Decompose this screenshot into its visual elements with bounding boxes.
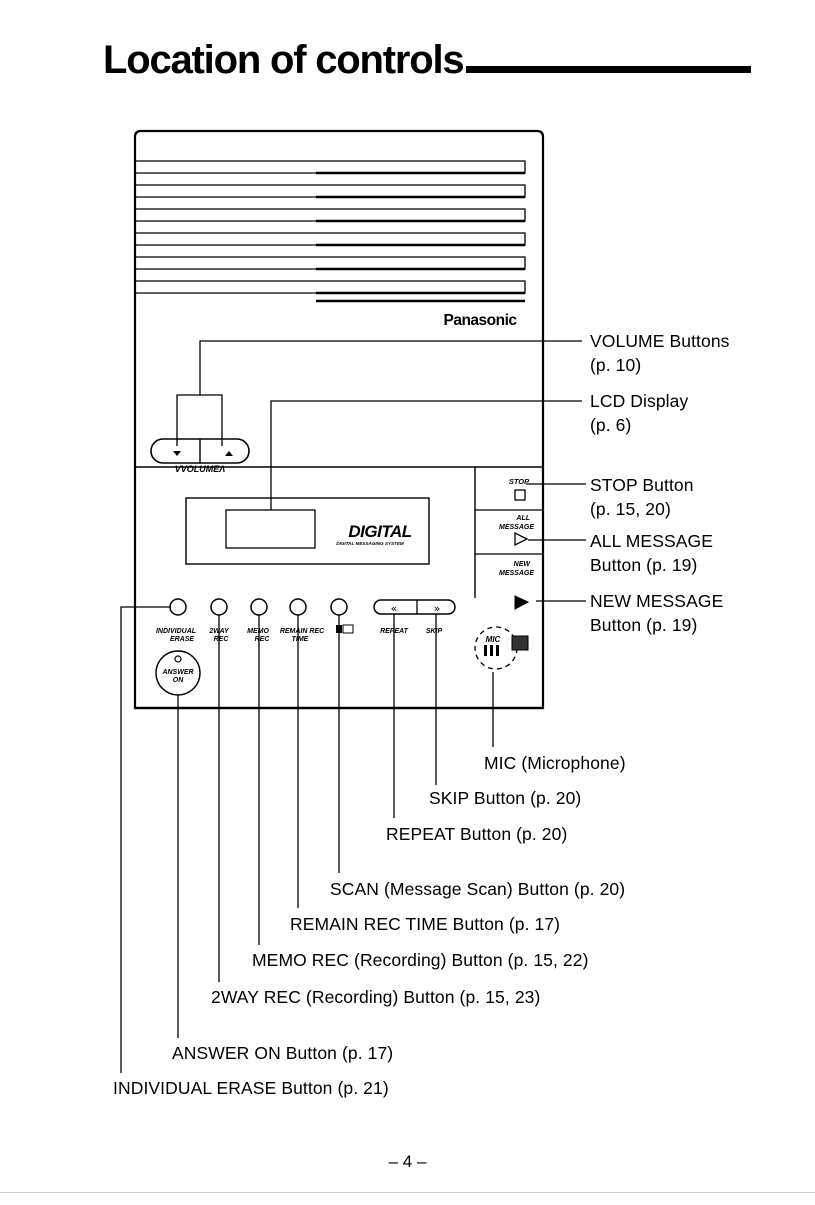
new-message-label: NEW bbox=[514, 561, 532, 568]
callout-twoway: 2WAY REC (Recording) Button (p. 15, 23) bbox=[211, 987, 541, 1007]
svg-text:ERASE: ERASE bbox=[170, 636, 194, 643]
speaker-grille-shading bbox=[316, 171, 525, 303]
scan-badge-2 bbox=[342, 624, 354, 634]
button-labels: INDIVIDUAL ERASE 2WAY REC MEMO REC REMAI… bbox=[156, 628, 443, 643]
callout-stop: STOP Button(p. 15, 20) bbox=[590, 475, 694, 519]
volume-label: VVOLUMEΛ bbox=[175, 464, 226, 474]
new-message-play-icon[interactable] bbox=[514, 595, 530, 610]
two-way-rec-button[interactable] bbox=[210, 598, 228, 616]
volume-up-arrow-icon bbox=[225, 451, 233, 456]
svg-text:INDIVIDUAL: INDIVIDUAL bbox=[156, 628, 196, 635]
callout-answer: ANSWER ON Button (p. 17) bbox=[172, 1043, 394, 1063]
answer-on-label: ANSWER bbox=[161, 669, 193, 676]
mic-label: MIC bbox=[486, 635, 501, 644]
page-number: – 4 – bbox=[388, 1152, 427, 1171]
scan-button[interactable] bbox=[330, 598, 348, 616]
callout-scan: SCAN (Message Scan) Button (p. 20) bbox=[330, 879, 626, 899]
svg-text:TIME: TIME bbox=[292, 636, 309, 643]
svg-text:MESSAGE: MESSAGE bbox=[499, 524, 534, 531]
speaker-grille bbox=[135, 160, 526, 294]
stop-label: STOP bbox=[509, 477, 530, 486]
callout-memo: MEMO REC (Recording) Button (p. 15, 22) bbox=[252, 950, 589, 970]
svg-text:REC: REC bbox=[255, 636, 271, 643]
stop-icon[interactable] bbox=[514, 489, 526, 501]
all-message-label: ALL bbox=[515, 515, 530, 522]
repeat-icon: « bbox=[391, 602, 398, 615]
individual-erase-button[interactable] bbox=[169, 598, 187, 616]
svg-text:MEMO: MEMO bbox=[247, 628, 269, 635]
skip-icon: » bbox=[434, 602, 441, 615]
page-title: Location of controls bbox=[103, 38, 465, 82]
callout-repeat: REPEAT Button (p. 20) bbox=[386, 824, 568, 844]
memo-rec-button[interactable] bbox=[250, 598, 268, 616]
volume-down-arrow-icon bbox=[173, 451, 181, 456]
svg-text:MESSAGE: MESSAGE bbox=[499, 570, 534, 577]
display-logo: DIGITAL bbox=[348, 522, 411, 541]
brand-logo: Panasonic bbox=[443, 312, 517, 329]
svg-text:REC: REC bbox=[214, 636, 230, 643]
callout-mic: MIC (Microphone) bbox=[484, 753, 626, 773]
all-message-play-icon[interactable] bbox=[514, 531, 529, 547]
remain-rec-time-button[interactable] bbox=[289, 598, 307, 616]
svg-text:REMAIN REC: REMAIN REC bbox=[280, 628, 325, 635]
callout-skip: SKIP Button (p. 20) bbox=[429, 788, 582, 808]
callout-remain: REMAIN REC TIME Button (p. 17) bbox=[290, 914, 561, 934]
mic-grille-icon bbox=[484, 645, 499, 656]
indicator-icon bbox=[511, 635, 529, 651]
footer-rule bbox=[0, 1192, 815, 1193]
device-outline bbox=[133, 129, 545, 710]
display-subtitle: DIGITAL MESSAGING SYSTEM bbox=[336, 541, 404, 546]
lcd-screen bbox=[225, 509, 316, 549]
callout-volume: VOLUME Buttons(p. 10) bbox=[590, 331, 730, 375]
svg-text:ON: ON bbox=[173, 677, 184, 684]
repeat-skip-buttons[interactable]: « » bbox=[373, 599, 456, 615]
answer-on-indicator-icon bbox=[174, 655, 182, 663]
leader-lines bbox=[120, 340, 586, 1073]
title-rule bbox=[466, 66, 751, 73]
svg-text:SKIP: SKIP bbox=[426, 628, 443, 635]
round-buttons bbox=[169, 598, 348, 616]
callout-lcd: LCD Display(p. 6) bbox=[590, 391, 689, 435]
callout-erase: INDIVIDUAL ERASE Button (p. 21) bbox=[113, 1078, 389, 1098]
volume-buttons[interactable] bbox=[150, 438, 250, 464]
